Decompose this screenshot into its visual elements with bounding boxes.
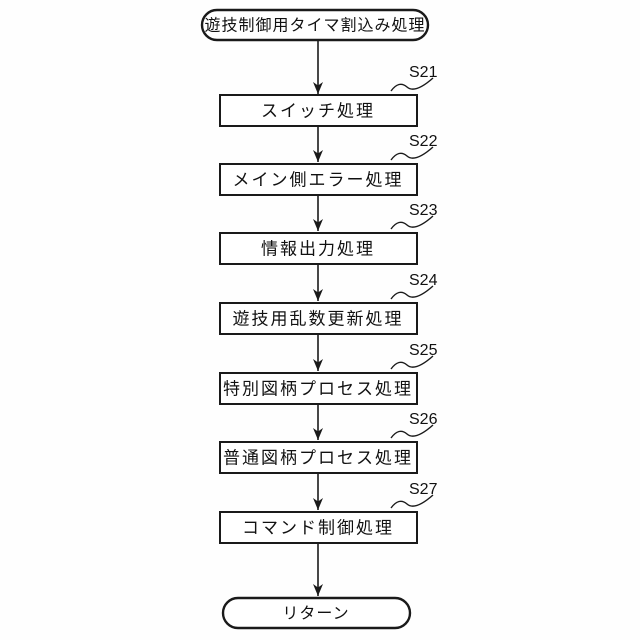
process-box-s22: メイン側エラー処理 S22 <box>219 133 438 196</box>
start-terminal-shape <box>200 8 430 42</box>
step-id-s23: S23 <box>409 202 438 219</box>
end-terminal-label: リターン <box>282 605 349 623</box>
step-id-s26: S26 <box>409 411 438 428</box>
process-box-s26-shape <box>219 441 418 474</box>
process-box-s21-shape <box>219 94 418 127</box>
process-box-s23: 情報出力処理 S23 <box>219 202 438 265</box>
end-terminal-shape <box>221 596 412 630</box>
step-id-s21: S21 <box>409 64 438 81</box>
leader-squiggle-s26 <box>390 424 434 439</box>
leader-squiggle-s21 <box>390 77 434 92</box>
step-id-s24: S24 <box>409 272 438 289</box>
leader-squiggle-s22 <box>390 146 434 161</box>
start-terminal: 遊技制御用タイマ割込み処理 <box>200 8 430 42</box>
process-box-s23-shape <box>219 232 418 265</box>
process-box-s27: コマンド制御処理 S27 <box>219 481 438 544</box>
step-id-s25: S25 <box>409 342 438 359</box>
process-box-s27-label: コマンド制御処理 <box>242 519 394 538</box>
process-box-s24-label: 遊技用乱数更新処理 <box>233 310 404 329</box>
process-box-s25-shape <box>219 372 418 405</box>
process-box-s26-label: 普通図柄プロセス処理 <box>223 449 413 468</box>
process-box-s22-label: メイン側エラー処理 <box>233 171 404 190</box>
process-box-s24: 遊技用乱数更新処理 S24 <box>219 272 438 335</box>
leader-squiggle-s24 <box>390 285 434 300</box>
process-box-s26: 普通図柄プロセス処理 S26 <box>219 411 438 474</box>
process-box-s27-shape <box>219 511 418 544</box>
step-id-s22: S22 <box>409 133 438 150</box>
step-id-s27: S27 <box>409 481 438 498</box>
process-box-s25: 特別図柄プロセス処理 S25 <box>219 342 438 405</box>
start-terminal-label: 遊技制御用タイマ割込み処理 <box>204 17 425 35</box>
process-box-s22-shape <box>219 163 418 196</box>
process-box-s24-shape <box>219 302 418 335</box>
process-box-s21-label: スイッチ処理 <box>261 102 375 121</box>
process-box-s21: スイッチ処理 S21 <box>219 64 438 127</box>
end-terminal: リターン <box>221 596 412 630</box>
process-box-s25-label: 特別図柄プロセス処理 <box>223 380 413 399</box>
leader-squiggle-s25 <box>390 355 434 370</box>
process-box-s23-label: 情報出力処理 <box>261 240 375 259</box>
leader-squiggle-s27 <box>390 494 434 509</box>
leader-squiggle-s23 <box>390 215 434 230</box>
